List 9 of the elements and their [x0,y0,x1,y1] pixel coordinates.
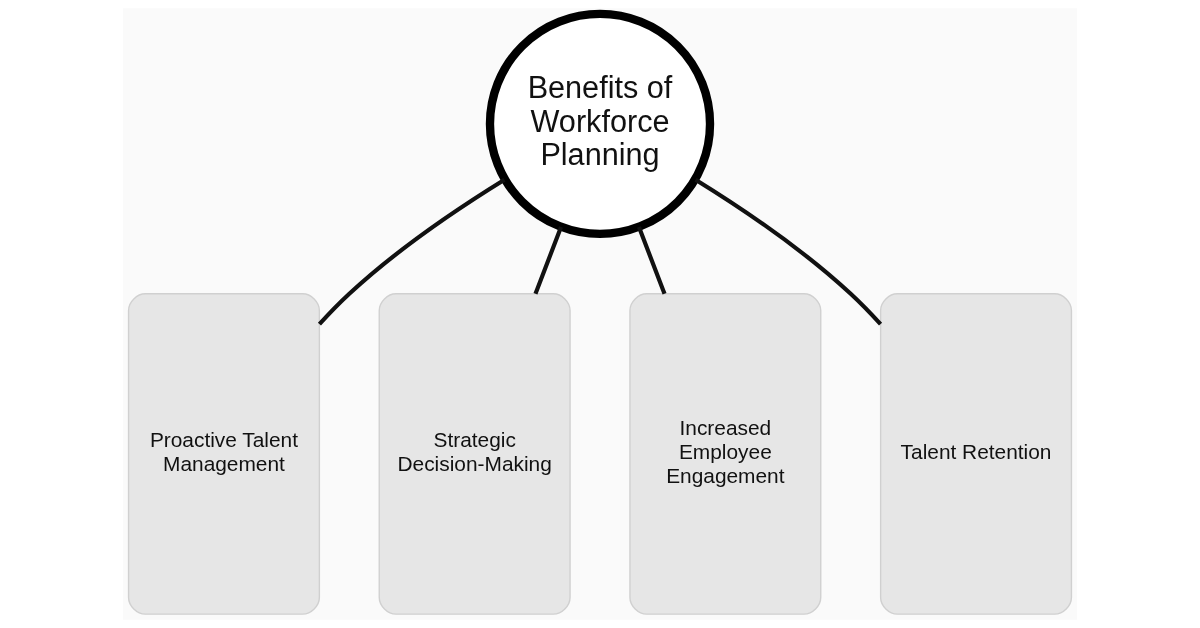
node-box: Proactive Talent Management [127,293,321,615]
connector [637,226,667,295]
node-box: Increased Employee Engagement [629,293,822,615]
connector [317,177,506,326]
node-box: Talent Retention [879,293,1073,615]
connector [533,226,563,295]
node-box: Strategic Decision-Making [378,293,571,615]
connector [694,177,883,326]
node-circle: Benefits of Workforce Planning [485,9,715,239]
